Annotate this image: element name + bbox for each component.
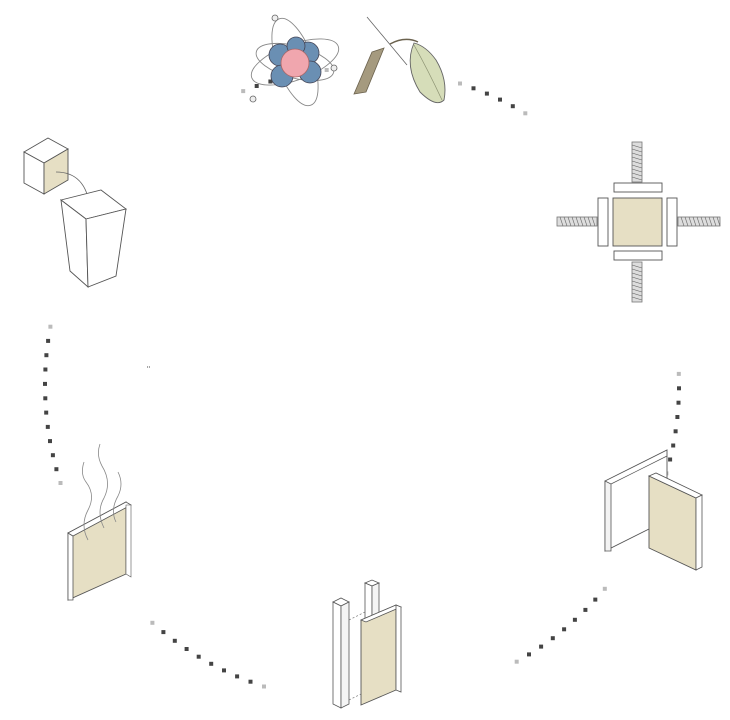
- ring-dot: [50, 453, 55, 458]
- bin-disposal-icon: [23, 137, 128, 289]
- ring-dot: [44, 410, 49, 415]
- ring-dot: [172, 638, 177, 643]
- ring-dot: [676, 400, 681, 405]
- ring-dot: [324, 68, 329, 72]
- leaf-branch-icon: [353, 16, 446, 104]
- arc-left: [43, 324, 63, 485]
- fumes-icon: [82, 443, 122, 541]
- stray-mark: ¨: [146, 366, 151, 377]
- ring-dot: [675, 415, 680, 419]
- ring-dot: [498, 97, 502, 102]
- ring-dot: [550, 636, 555, 641]
- waste-bin: [59, 189, 128, 289]
- off-gassing-panel-icon: [67, 443, 132, 601]
- atom-and-leaf-icon: [249, 14, 446, 107]
- press-plates-icon: [556, 141, 721, 303]
- ring-dot: [668, 457, 673, 462]
- ring-dot: [209, 661, 214, 666]
- ring-dot: [527, 652, 531, 657]
- ring-dot: [222, 668, 226, 673]
- ring-dot: [572, 617, 577, 622]
- ring-dot: [48, 439, 52, 444]
- ring-dot: [471, 86, 476, 91]
- atom-icon: [249, 14, 340, 107]
- ring-dot: [677, 386, 681, 391]
- ring-dot: [44, 353, 49, 358]
- arc-top-right: [458, 81, 528, 116]
- ring-dot: [43, 396, 48, 401]
- ring-dot: [161, 630, 166, 635]
- arc-bottom-left: [150, 620, 266, 689]
- ring-dot: [671, 443, 676, 448]
- ring-dot: [254, 84, 259, 88]
- ring-dot: [523, 111, 528, 116]
- ring-dot: [262, 684, 266, 689]
- ring-dot: [45, 424, 50, 429]
- ring-dot: [196, 654, 201, 659]
- ring-dot: [43, 367, 48, 372]
- ring-dot: [676, 371, 681, 376]
- ring-dot: [150, 620, 155, 625]
- pressed-panel: [612, 197, 663, 247]
- ring-dot: [514, 659, 519, 664]
- ring-dot: [184, 647, 189, 651]
- ring-dot: [583, 607, 588, 612]
- ring-dot: [54, 467, 59, 472]
- ring-dot: [458, 81, 462, 86]
- arc-bottom-right: [514, 586, 607, 664]
- falling-panel: [23, 137, 69, 195]
- ring-dot: [539, 644, 544, 649]
- cycle-dotted-ring: [43, 68, 681, 689]
- ring-dot: [593, 597, 598, 602]
- ring-dot: [673, 429, 678, 434]
- stud-wall-panel-icon: [332, 579, 403, 709]
- ring-dot: [268, 79, 273, 84]
- wall-with-panel-icon: [604, 449, 703, 571]
- ring-dot: [484, 91, 489, 96]
- ring-dot: [43, 381, 47, 386]
- ring-dot: [248, 679, 253, 684]
- ring-dot: [562, 627, 567, 632]
- ring-dot: [46, 338, 51, 343]
- ring-dot: [58, 481, 63, 485]
- ring-dot: [241, 89, 246, 94]
- ring-dot: [48, 324, 53, 329]
- ring-dot: [235, 674, 240, 679]
- ring-dot: [602, 586, 607, 591]
- ring-dot: [510, 104, 515, 109]
